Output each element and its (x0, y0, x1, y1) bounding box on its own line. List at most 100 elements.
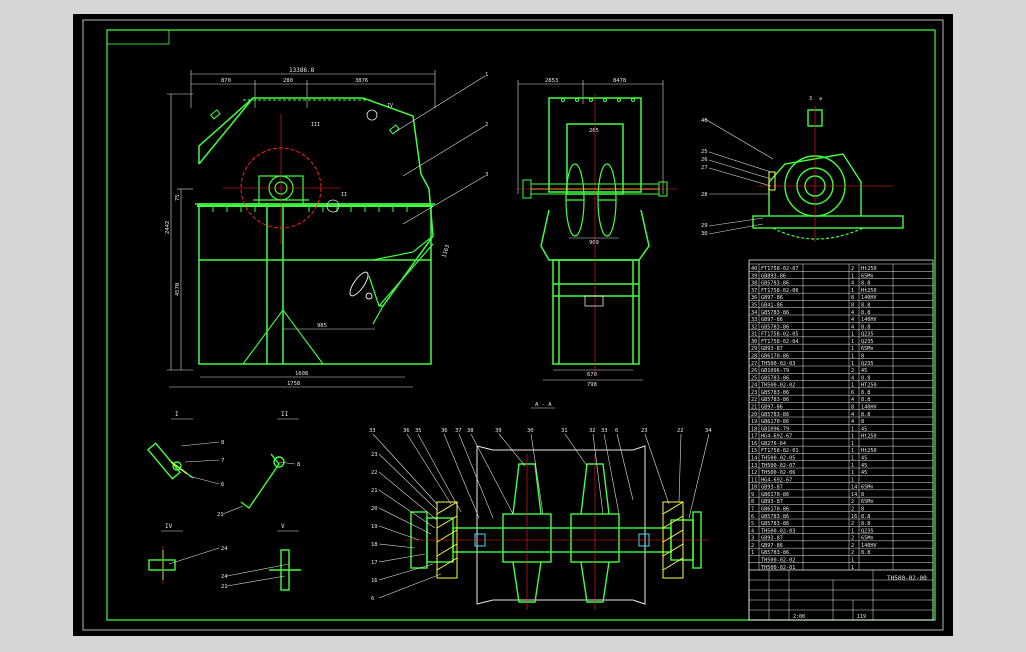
parts-qty: 1 (851, 354, 854, 360)
front-dim-right-0: 1163 (441, 244, 451, 259)
parts-mat: 65Mn (861, 346, 874, 352)
parts-code: TH500-02-05 (761, 456, 795, 462)
parts-mat: 8 (861, 492, 864, 498)
parts-qty: 1 (851, 332, 854, 338)
parts-mat: 8.8 (861, 521, 870, 527)
parts-qty: 4 (851, 324, 854, 330)
parts-qty: 1 (851, 448, 854, 454)
parts-code: GB5783-86 (761, 390, 789, 396)
parts-mat: 65Mn (861, 273, 874, 279)
parts-mat: 8.8 (861, 310, 870, 316)
section-left-callouts: 23 22 21 20 19 18 17 16 6 (371, 452, 378, 602)
parts-mat: 140HV (861, 405, 877, 411)
parts-qty: 1 (851, 528, 854, 534)
front-dim-left-2: 4570 (175, 283, 181, 296)
parts-mat: 65Mn (861, 536, 874, 542)
parts-code: GB276-64 (761, 441, 786, 447)
parts-qty: 2 (851, 499, 854, 505)
callout-2: 2 (485, 122, 488, 128)
detail-callout-7: 21 (221, 584, 228, 590)
parts-code: HG4-692-67 (761, 434, 792, 440)
sec-callout-top-0: 33 (369, 428, 376, 434)
parts-no: 26 (751, 368, 757, 374)
cad-viewport[interactable]: 13386.8 870 280 3876 75 2442 4570 1163 1… (73, 14, 953, 636)
parts-no: 38 (751, 281, 757, 287)
parts-qty: 4 (851, 310, 854, 316)
title-drawing-no: TH500-02-00 (887, 575, 927, 582)
sec-callout-top-3: 36 (441, 428, 448, 434)
parts-mat: Ht250 (861, 448, 877, 454)
parts-qty: 2 (851, 536, 854, 542)
section-mark-ii: II (341, 192, 347, 198)
parts-no: 30 (751, 339, 757, 345)
parts-code: GB5783-86 (761, 281, 789, 287)
parts-mat: 8.8 (861, 550, 870, 556)
detail-callout-0: 8 (221, 440, 224, 446)
parts-mat: 45 (861, 368, 867, 374)
parts-qty: 4 (851, 419, 854, 425)
parts-qty: 14 (851, 492, 857, 498)
parts-no: 16 (751, 441, 757, 447)
parts-code: TH500-02-02 (761, 558, 795, 564)
sec-callout-top-9: 32 (589, 428, 596, 434)
parts-no: 37 (751, 288, 757, 294)
parts-mat: 8 (861, 354, 864, 360)
bearing-section-mark: 3 (809, 96, 812, 102)
parts-no: 9 (751, 492, 754, 498)
parts-no: 28 (751, 354, 757, 360)
sec-callout-top-4: 37 (455, 428, 462, 434)
parts-no: 3 (751, 536, 754, 542)
section-top-callouts: 33 36 35 36 37 38 39 30 31 32 33 6 23 22… (369, 428, 712, 434)
bearing-detail: 40 25 26 27 28 29 30 3 a (701, 96, 904, 242)
parts-mat: 8 (861, 507, 864, 513)
front-dim-top-0: 870 (221, 78, 231, 84)
parts-code: FT1758-02-01 (761, 448, 798, 454)
parts-no: 33 (751, 317, 757, 323)
parts-no: 22 (751, 397, 757, 403)
parts-qty: 1 (851, 565, 854, 571)
parts-mat: 8.8 (861, 281, 870, 287)
parts-code: GB893-86 (761, 273, 786, 279)
parts-no: 15 (751, 448, 757, 454)
bearing-callout-1: 25 (701, 149, 708, 155)
callout-1: 1 (485, 72, 488, 78)
parts-no: 32 (751, 324, 757, 330)
parts-code: GB5783-86 (761, 521, 789, 527)
front-dim-left-1: 2442 (165, 221, 171, 234)
parts-code: GB97-86 (761, 317, 783, 323)
parts-mat: 8.8 (861, 324, 870, 330)
sec-callout-left-1: 22 (371, 470, 378, 476)
parts-code: GB5783-86 (761, 324, 789, 330)
parts-qty: 1 (851, 477, 854, 483)
parts-no: 21 (751, 405, 757, 411)
parts-mat: 140HV (861, 543, 877, 549)
parts-qty: 16 (851, 514, 857, 520)
parts-qty: 1 (851, 288, 854, 294)
parts-code: GB5783-86 (761, 310, 789, 316)
detail-label-ii: II (281, 411, 289, 418)
bearing-callout-6: 30 (701, 231, 708, 237)
sec-callout-left-5: 18 (371, 542, 378, 548)
parts-no: 23 (751, 390, 757, 396)
section-a-a: A - A (369, 402, 712, 610)
bearing-callout-4: 28 (701, 192, 708, 198)
sec-callout-left-7: 16 (371, 578, 378, 584)
parts-qty: 14 (851, 485, 857, 491)
side-dim-1: 909 (589, 240, 599, 246)
parts-mat: 45 (861, 463, 867, 469)
parts-mat: Q235 (861, 339, 874, 345)
parts-mat: Ht250 (861, 288, 877, 294)
parts-mat: Ht250 (861, 434, 877, 440)
title-block: TH500-02-00 2:00 119 (748, 569, 934, 621)
parts-code: GB6170-86 (761, 419, 789, 425)
parts-no: 29 (751, 346, 757, 352)
parts-qty: 1 (851, 434, 854, 440)
parts-code: GB5783-86 (761, 375, 789, 381)
parts-qty: 8 (851, 405, 854, 411)
detail-callout-6: 24 (221, 574, 228, 580)
bearing-section-mark-b: a (819, 96, 822, 102)
parts-mat: 8.8 (861, 412, 870, 418)
parts-no: 7 (751, 507, 754, 513)
title-small-right: 119 (857, 614, 866, 620)
